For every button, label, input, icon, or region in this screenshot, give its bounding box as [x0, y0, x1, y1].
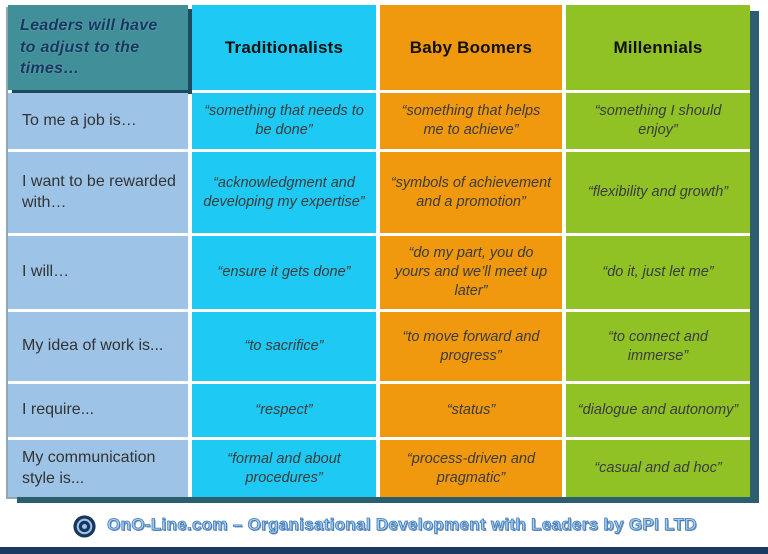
cell-traditionalists: “acknowledgment and developing my expert… [192, 152, 376, 233]
cell-baby-boomers: “something that helps me to achieve” [380, 93, 562, 149]
cell-millennials: “do it, just let me” [566, 236, 750, 309]
col-header-traditionalists: Traditionalists [192, 5, 376, 90]
bottom-edge-bar [0, 547, 768, 554]
cell-baby-boomers: “symbols of achievement and a promotion” [380, 152, 562, 233]
col-header-baby-boomers: Baby Boomers [380, 5, 562, 90]
corner-title: Leaders will have to adjust to the times… [8, 5, 188, 90]
row-label: My idea of work is... [8, 312, 188, 381]
row-label: I want to be rewarded with… [8, 152, 188, 233]
cell-millennials: “something I should enjoy” [566, 93, 750, 149]
cell-traditionalists: “formal and about procedures” [192, 440, 376, 497]
cell-millennials: “to connect and immerse” [566, 312, 750, 381]
concentric-circles-icon [73, 514, 96, 538]
cell-traditionalists: “ensure it gets done” [192, 236, 376, 309]
row-label: To me a job is… [8, 93, 188, 149]
cell-traditionalists: “respect” [192, 384, 376, 437]
footer: OnO-Line.com – Organisational Developmen… [0, 504, 768, 546]
cell-traditionalists: “to sacrifice” [192, 312, 376, 381]
cell-baby-boomers: “do my part, you do yours and we’ll meet… [380, 236, 562, 309]
cell-baby-boomers: “status” [380, 384, 562, 437]
row-label: I require... [8, 384, 188, 437]
row-label: I will… [8, 236, 188, 309]
cell-baby-boomers: “to move forward and progress” [380, 312, 562, 381]
row-label: My communication style is... [8, 440, 188, 497]
footer-credit-text: OnO-Line.com – Organisational Developmen… [107, 515, 697, 535]
generations-table: Leaders will have to adjust to the times… [8, 5, 750, 497]
cell-millennials: “flexibility and growth” [566, 152, 750, 233]
col-header-millennials: Millennials [566, 5, 750, 90]
cell-millennials: “dialogue and autonomy” [566, 384, 750, 437]
cell-traditionalists: “something that needs to be done” [192, 93, 376, 149]
cell-baby-boomers: “process-driven and pragmatic” [380, 440, 562, 497]
cell-millennials: “casual and ad hoc” [566, 440, 750, 497]
